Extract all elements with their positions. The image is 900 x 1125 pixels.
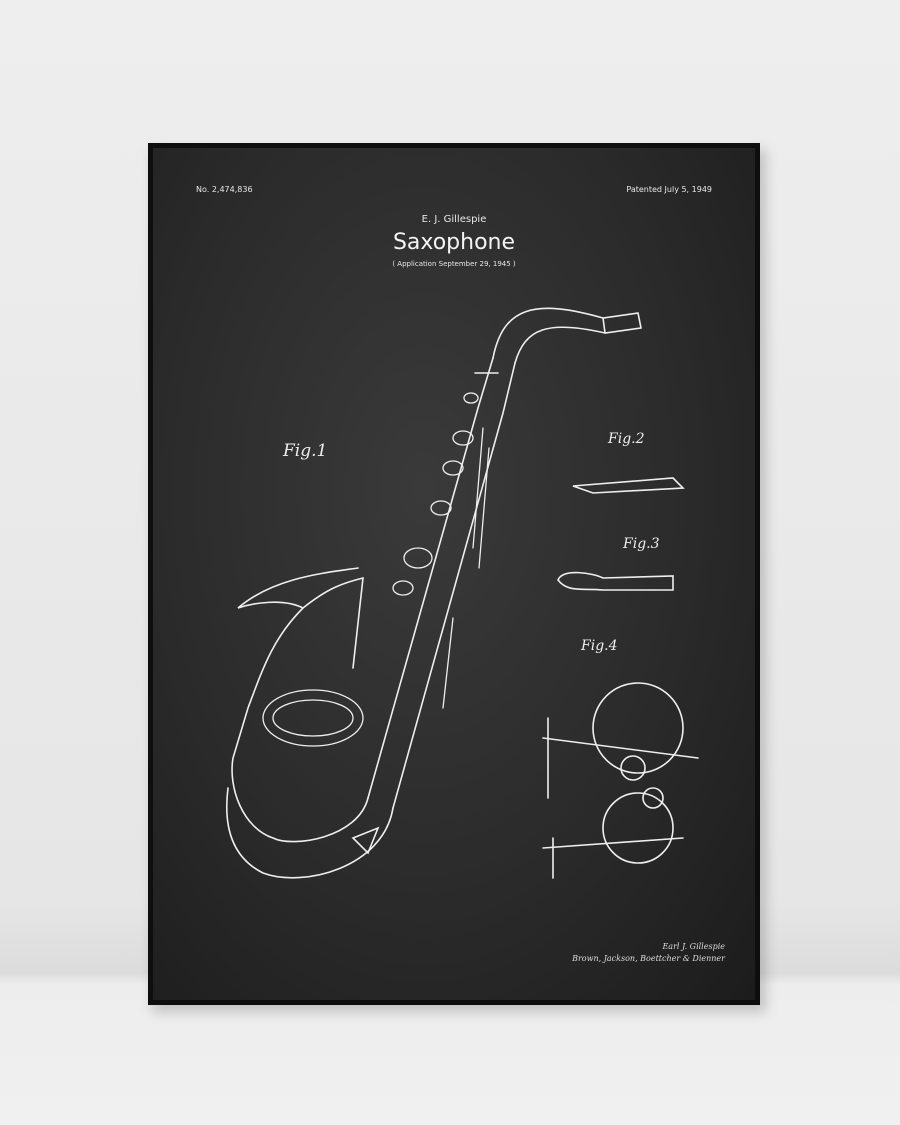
inventor-signature: Earl J. Gillespie (662, 942, 725, 951)
attorneys-signature: Brown, Jackson, Boettcher & Dienner (572, 954, 725, 963)
figure-label-3: Fig.3 (623, 536, 660, 552)
figure-label-1: Fig.1 (283, 441, 328, 461)
patent-date: Patented July 5, 1949 (626, 185, 712, 194)
figure-label-2: Fig.2 (608, 431, 645, 447)
application-date: ( Application September 29, 1945 ) (392, 260, 516, 268)
patent-poster: No. 2,474,836 Patented July 5, 1949 E. J… (153, 148, 755, 1000)
figure-label-4: Fig.4 (581, 638, 618, 654)
poster-title: Saxophone (392, 230, 516, 255)
inventor-name: E. J. Gillespie (421, 214, 487, 225)
signature-block: Earl J. Gillespie Brown, Jackson, Boettc… (572, 941, 725, 965)
poster-frame: No. 2,474,836 Patented July 5, 1949 E. J… (148, 143, 760, 1005)
patent-number: No. 2,474,836 (196, 185, 253, 194)
saxophone-drawing (225, 307, 699, 879)
